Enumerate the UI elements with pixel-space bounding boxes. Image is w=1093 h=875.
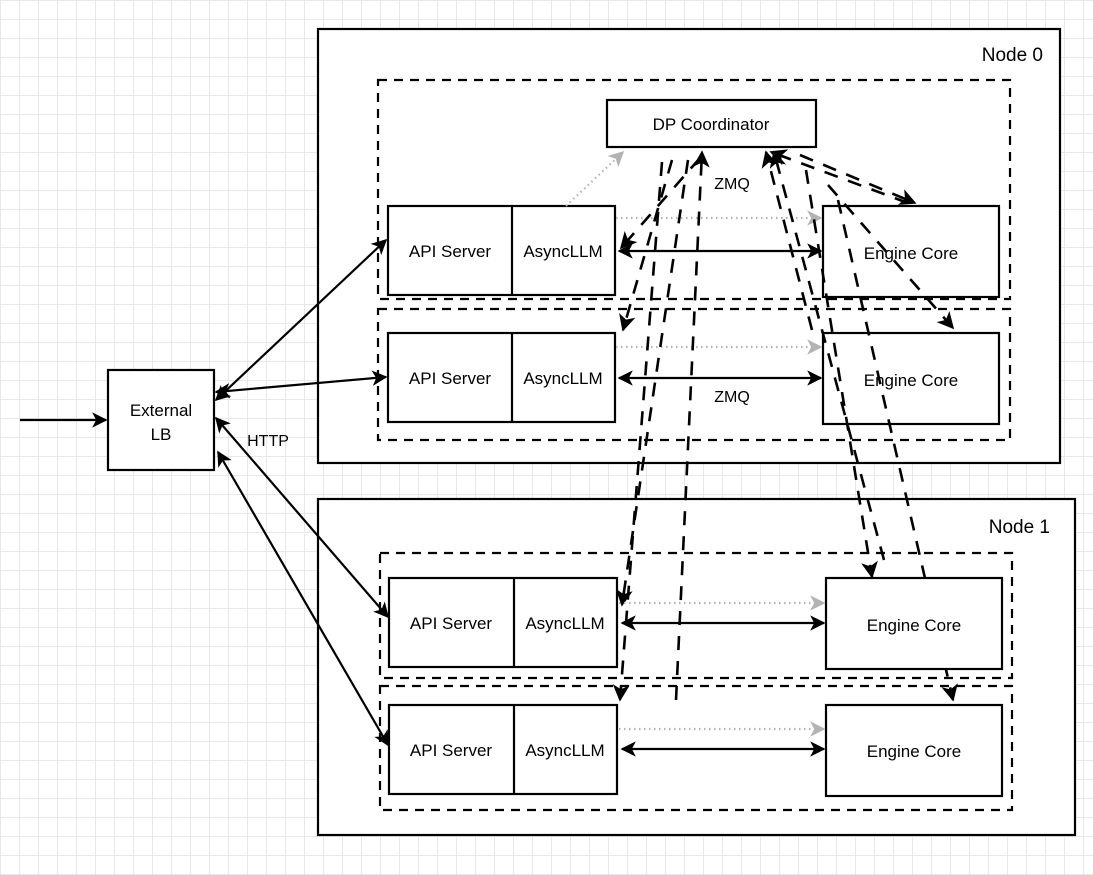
node-0-label: Node 0 — [982, 45, 1043, 66]
node-0-group-1-engine-core-label: Engine Core — [864, 371, 959, 390]
node-1-group-0-asyncllm-label: AsyncLLM — [525, 614, 604, 633]
node-1-group-1-api-server-label: API Server — [410, 741, 493, 760]
node-0-group-1-asyncllm-label: AsyncLLM — [523, 369, 602, 388]
coordinator-to-n0g1-engine — [827, 184, 955, 330]
node-1-group-0-engine-core-label: Engine Core — [867, 616, 962, 635]
external-lb-label-line1: External — [130, 401, 192, 420]
dp-coordinator-box[interactable]: DP Coordinator — [605, 98, 818, 149]
node-1-group-1-boundary — [378, 684, 1014, 812]
coordinator-to-n0g1-asyncllm — [619, 159, 674, 332]
dp-coordinator-label: DP Coordinator — [653, 115, 770, 134]
node-1-group-0-api-server-asyncllm[interactable]: API Server AsyncLLM — [387, 576, 619, 669]
node-1-group-1-asyncllm-label: AsyncLLM — [525, 741, 604, 760]
coordinator-to-n0g0-asyncllm — [619, 157, 701, 250]
node-1-group-0-engine-core[interactable]: Engine Core — [824, 576, 1004, 671]
external-lb-box[interactable]: External LB — [106, 368, 216, 472]
node-1-group-1-engine-core[interactable]: Engine Core — [824, 703, 1004, 798]
coordinator-link-n1g1-engine — [674, 150, 710, 701]
node-0-group-0-boundary — [376, 78, 1012, 301]
node-1-group-0-boundary — [378, 551, 1014, 680]
node-0-group-0-asyncllm-label: AsyncLLM — [523, 242, 602, 261]
node-0-group-0-zmq-label: ZMQ — [714, 176, 750, 193]
node-1-group-0-api-server-label: API Server — [410, 614, 493, 633]
node-0-group-1-api-server-asyncllm[interactable]: API Server AsyncLLM — [386, 331, 617, 424]
node-0-group-1-api-server-label: API Server — [409, 369, 492, 388]
http-label: HTTP — [247, 433, 289, 450]
lb-to-n1g1-api-link — [217, 450, 389, 747]
node-0-group-0-engine-core[interactable]: Engine Core — [821, 204, 1001, 299]
external-lb-label-line2: LB — [151, 425, 172, 444]
node-1-group-1-api-server-asyncllm[interactable]: API Server AsyncLLM — [387, 703, 619, 796]
coordinator-to-n0g0-engine — [799, 153, 917, 205]
node-0-group-0-api-server-asyncllm[interactable]: API Server AsyncLLM — [386, 204, 617, 297]
coordinator-link-n1g0-engine — [769, 150, 886, 561]
node-0-group-0-api-server-label: API Server — [409, 242, 492, 261]
node-0-group-1-engine-core[interactable]: Engine Core — [821, 331, 1001, 426]
node-0-group-0-engine-core-label: Engine Core — [864, 244, 959, 263]
node-1-label: Node 1 — [989, 517, 1050, 538]
asyncllm-to-coordinator-dotted — [565, 150, 625, 207]
node-1-group-1-engine-core-label: Engine Core — [867, 742, 962, 761]
lb-to-n0g1-api-link — [214, 370, 388, 399]
node-0-group-1-zmq-label: ZMQ — [714, 389, 750, 406]
coordinator-to-n1g0-engine — [804, 169, 878, 579]
coordinator-link-n0g1-engine — [761, 150, 814, 331]
